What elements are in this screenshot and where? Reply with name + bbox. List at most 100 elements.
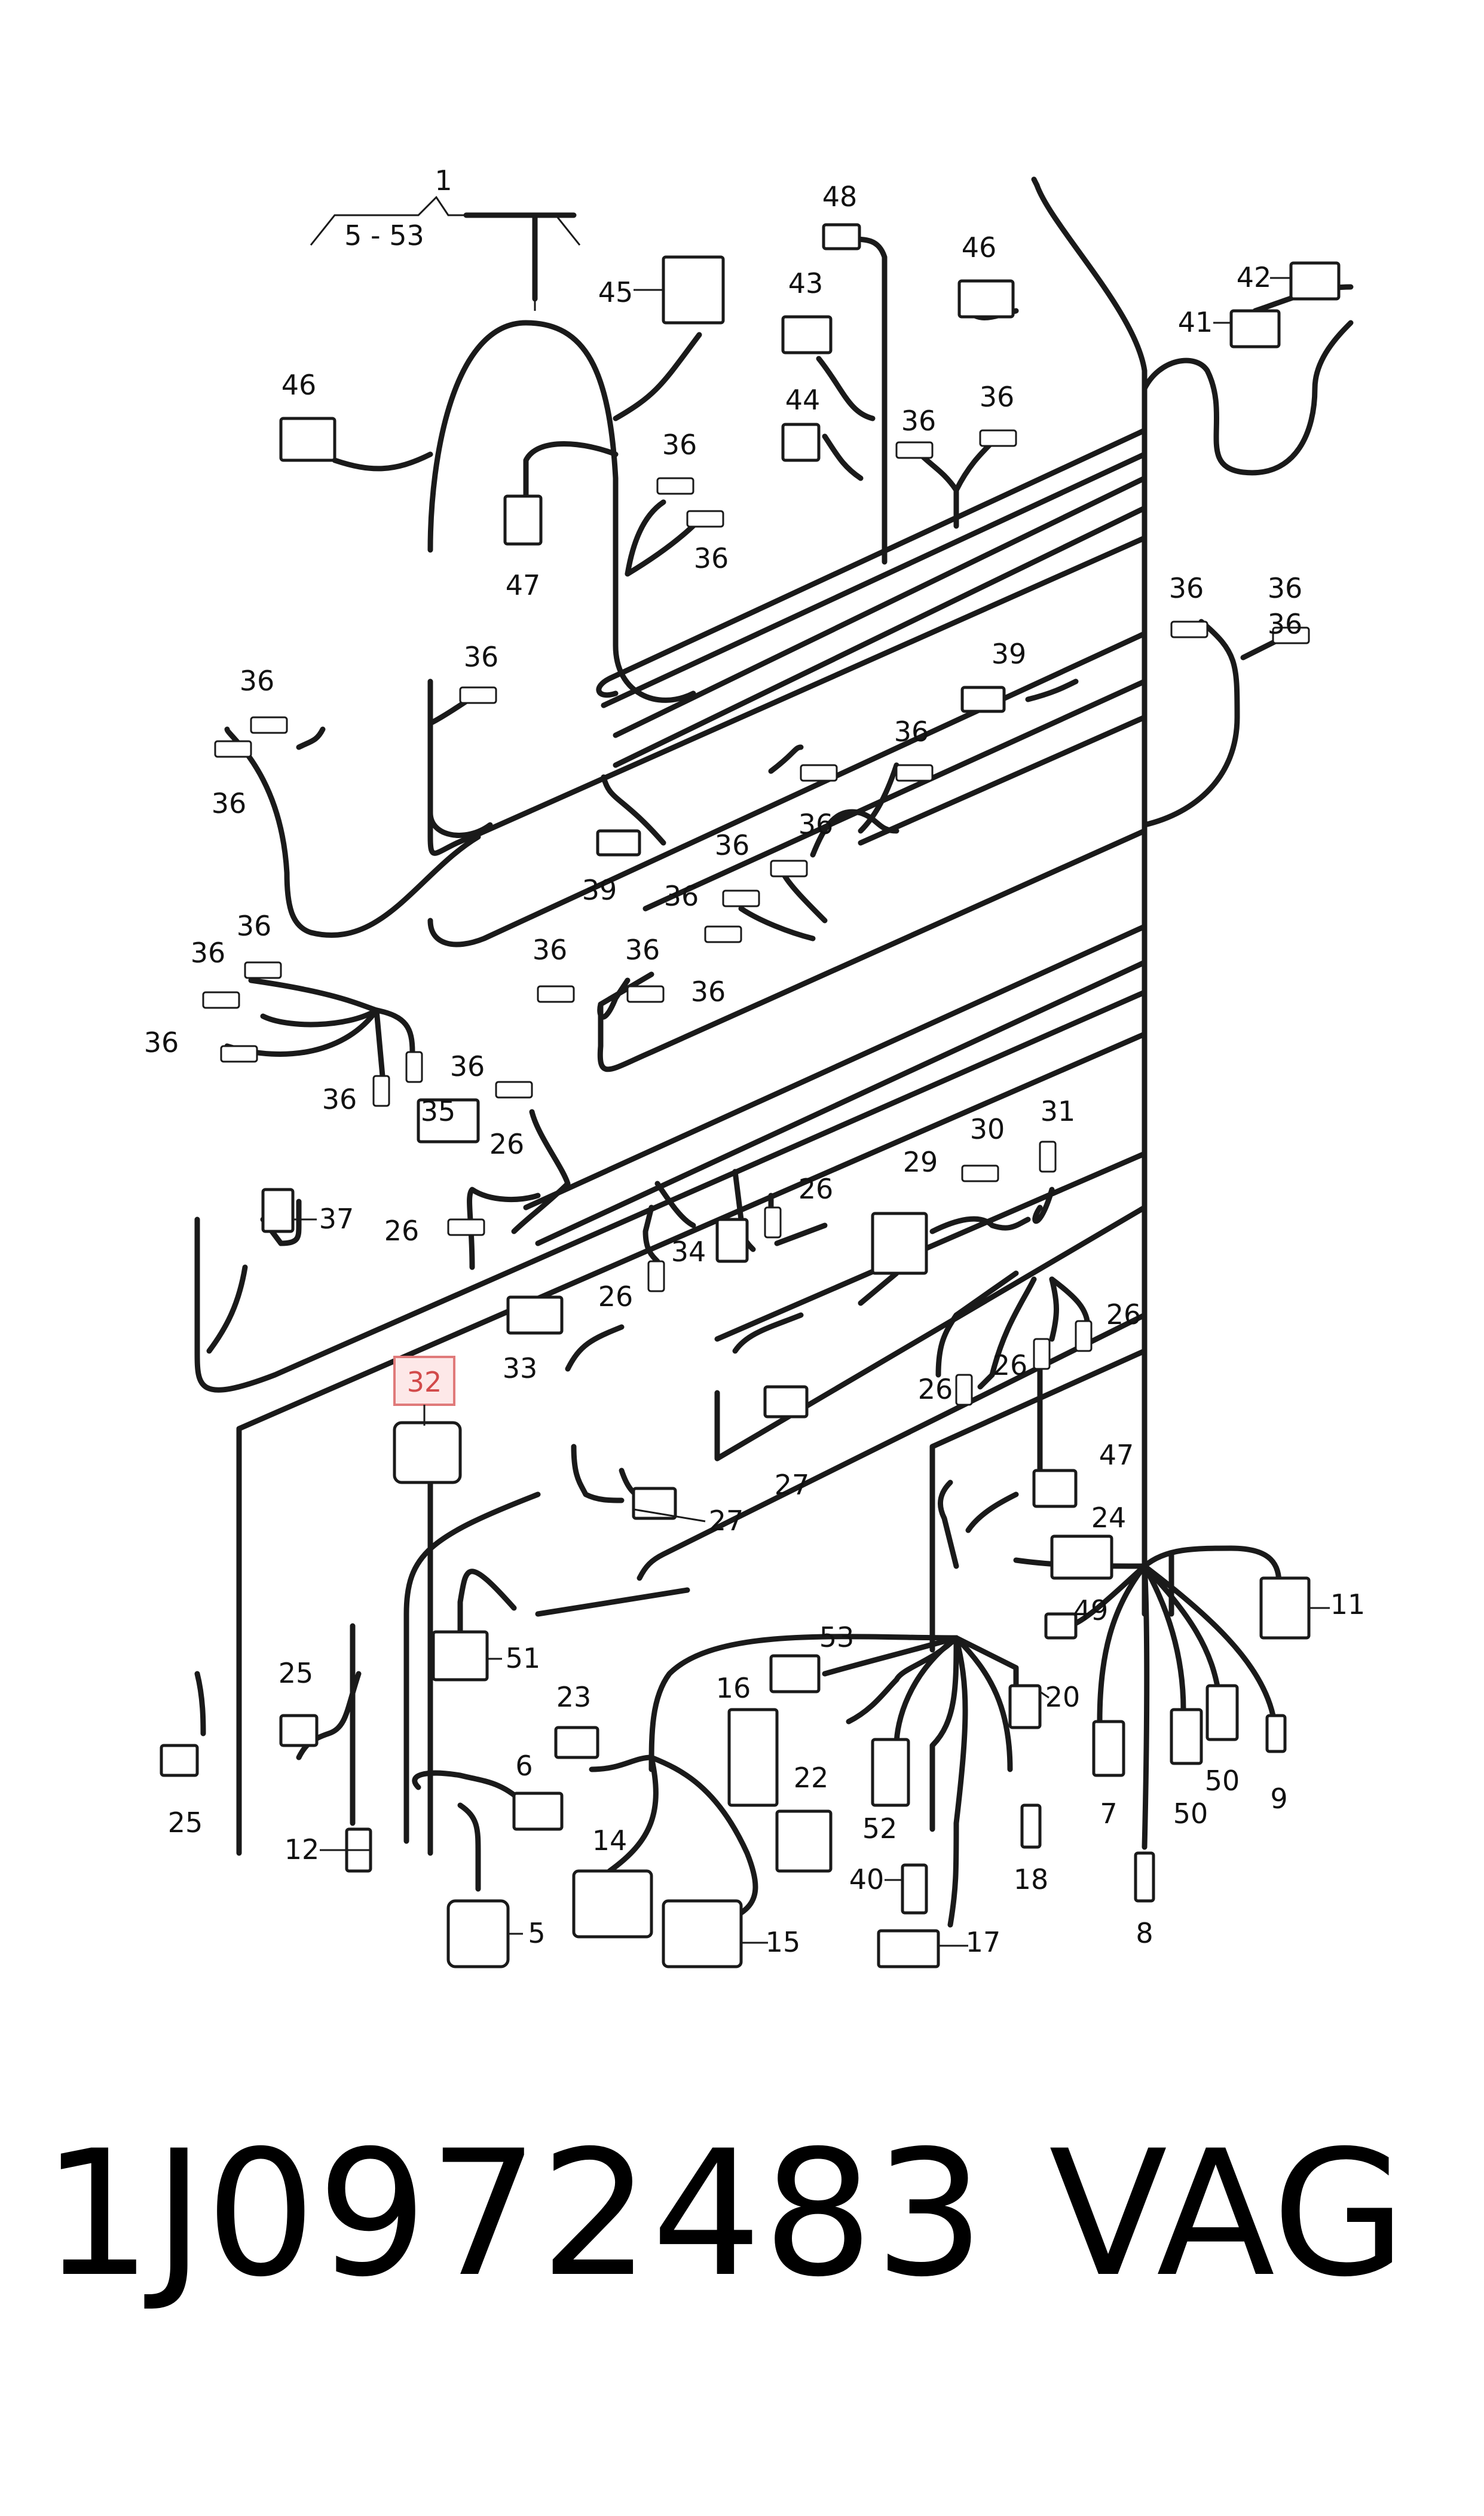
callout-49: 49 <box>1073 1594 1109 1627</box>
connector-33 <box>506 1295 564 1335</box>
connector-49 <box>1044 1612 1078 1640</box>
callout-36: 36 <box>798 808 834 840</box>
connector-47-top <box>503 494 543 546</box>
connector-5 <box>446 1899 510 1968</box>
callout-36: 36 <box>322 1083 357 1115</box>
connector-27-mid <box>763 1385 809 1419</box>
callout-16: 16 <box>716 1672 751 1704</box>
terminal-36 <box>405 1051 423 1083</box>
connector-22 <box>775 1809 833 1873</box>
connector-24 <box>1050 1534 1113 1580</box>
connector-14 <box>572 1869 653 1939</box>
callout-7: 7 <box>1100 1797 1117 1830</box>
callout-26: 26 <box>1106 1298 1142 1331</box>
header-label-top: 1 <box>435 164 452 197</box>
connector-32 <box>393 1421 462 1484</box>
terminal-36 <box>722 889 760 907</box>
callout-9: 9 <box>1270 1783 1287 1815</box>
terminal-26 <box>764 1206 782 1239</box>
callout-36: 36 <box>212 787 247 820</box>
callout-6: 6 <box>515 1750 533 1782</box>
connector-51 <box>432 1630 489 1682</box>
callout-36: 36 <box>901 405 937 437</box>
callout-15: 15 <box>766 1926 801 1958</box>
terminal-30 <box>961 1164 999 1182</box>
callout-26: 26 <box>798 1173 834 1205</box>
callout-26: 26 <box>384 1215 420 1247</box>
connector-9 <box>1265 1714 1287 1753</box>
connector-8 <box>1134 1851 1155 1903</box>
connector-46-upper <box>957 279 1015 319</box>
callout-37: 37 <box>319 1203 354 1235</box>
callout-36: 36 <box>1268 572 1303 604</box>
connector-40 <box>901 1863 928 1915</box>
connector-53 <box>769 1654 821 1693</box>
header-label-range: 5 - 53 <box>344 219 424 252</box>
terminal-36 <box>202 991 240 1009</box>
connector-23 <box>554 1726 599 1759</box>
connector-25-left <box>160 1744 199 1777</box>
callout-36: 36 <box>694 542 729 574</box>
callout-23: 23 <box>556 1681 592 1713</box>
callout-22: 22 <box>794 1762 829 1794</box>
callout-50: 50 <box>1205 1765 1240 1797</box>
terminal-36 <box>770 860 808 878</box>
connector-39-right <box>960 686 1006 713</box>
callout-26: 26 <box>489 1128 525 1160</box>
callout-33: 33 <box>503 1352 538 1384</box>
callout-36: 36 <box>240 665 275 697</box>
terminal-36 <box>895 764 934 782</box>
callout-45: 45 <box>598 276 634 308</box>
connector-39-left <box>596 829 641 857</box>
connector-48 <box>822 223 861 250</box>
connector-7 <box>1092 1720 1125 1777</box>
callout-32-highlighted: 32 <box>407 1366 442 1398</box>
callout-39: 39 <box>992 638 1027 670</box>
callout-40: 40 <box>849 1863 885 1896</box>
callout-52: 52 <box>862 1812 898 1845</box>
connector-35 <box>417 1098 480 1144</box>
terminal-36 <box>250 716 288 734</box>
connector-45 <box>662 255 725 325</box>
part-number: 1J0972483 <box>42 2114 986 2315</box>
connector-46-left <box>279 417 336 462</box>
callout-43: 43 <box>788 267 824 299</box>
callout-50: 50 <box>1173 1797 1208 1830</box>
callout-18: 18 <box>1014 1863 1049 1896</box>
connector-37 <box>261 1188 295 1233</box>
callout-36: 36 <box>450 1050 485 1083</box>
callout-labels: 48 46 43 42 41 45 46 44 36 36 36 47 36 3… <box>144 181 1366 1958</box>
terminal-36 <box>895 441 934 459</box>
connector-11 <box>1259 1576 1311 1640</box>
callout-25: 25 <box>279 1657 314 1689</box>
terminal-36 <box>656 477 694 495</box>
callout-36: 36 <box>237 910 272 942</box>
callout-30: 30 <box>970 1113 1005 1145</box>
brand-name: VAG <box>1049 2114 1406 2315</box>
terminal-26 <box>955 1374 973 1406</box>
connector-17 <box>877 1929 940 1968</box>
callout-36: 36 <box>464 641 499 673</box>
terminal-26 <box>1033 1338 1051 1370</box>
callout-20: 20 <box>1045 1681 1081 1713</box>
callout-36: 36 <box>691 976 726 1008</box>
connector-27-low <box>632 1487 677 1520</box>
terminal-36 <box>372 1075 390 1107</box>
connector-47-low <box>1032 1469 1078 1508</box>
terminal-36 <box>244 961 282 979</box>
terminal-26 <box>1075 1320 1093 1352</box>
connectors <box>160 223 1341 1968</box>
terminal-26 <box>647 1260 665 1292</box>
connector-43 <box>781 315 833 354</box>
callout-39: 39 <box>582 874 617 906</box>
callout-14: 14 <box>592 1824 628 1857</box>
connector-34 <box>715 1218 749 1263</box>
callout-46: 46 <box>962 231 997 264</box>
connector-15 <box>662 1899 743 1968</box>
terminal-36 <box>626 985 665 1003</box>
terminal-36 <box>537 985 575 1003</box>
callout-51: 51 <box>506 1642 541 1674</box>
callout-31: 31 <box>1041 1095 1076 1127</box>
harness-trunk <box>194 182 1354 1856</box>
